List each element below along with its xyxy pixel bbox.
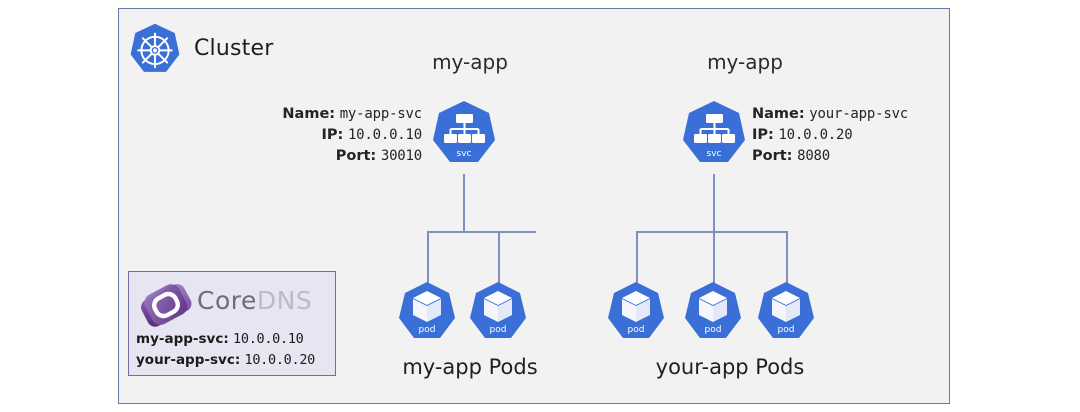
service-port-row-right: Port: 8080 bbox=[752, 146, 982, 167]
service-icon[interactable]: svc bbox=[681, 100, 747, 174]
service-port-row-left: Port: 30010 bbox=[200, 146, 422, 167]
service-name-row-right: Name: your-app-svc bbox=[752, 104, 982, 125]
service-port-key-right: Port: bbox=[752, 148, 793, 164]
service-ip-value-right: 10.0.0.20 bbox=[778, 127, 853, 143]
pods-caption-left: my-app Pods bbox=[402, 355, 538, 379]
pod-cube-icon bbox=[622, 291, 650, 322]
pod-cube-icon bbox=[413, 291, 441, 322]
pod-label: pod bbox=[419, 325, 436, 335]
coredns-header: CoreDNS bbox=[129, 274, 337, 332]
service-info-right: Name: your-app-svc IP: 10.0.0.20 Port: 8… bbox=[752, 104, 982, 167]
connector-right-pod3-drop bbox=[786, 231, 788, 283]
dns-record-host: your-app-svc: bbox=[136, 352, 241, 368]
coredns-word-dns: DNS bbox=[256, 286, 313, 315]
pod-label: pod bbox=[628, 325, 645, 335]
coredns-panel: CoreDNS my-app-svc: 10.0.0.10 your-app-s… bbox=[128, 271, 336, 376]
connector-right-bus bbox=[636, 231, 788, 233]
service-name-key-right: Name: bbox=[752, 106, 805, 122]
service-port-key-left: Port: bbox=[335, 148, 377, 164]
pod-label: pod bbox=[705, 325, 722, 335]
group-title-right: my-app bbox=[707, 50, 783, 74]
service-name-value-left: my-app-svc bbox=[339, 106, 422, 122]
pod-node[interactable]: pod bbox=[756, 281, 816, 349]
service-name-row-left: Name: my-app-svc bbox=[200, 104, 422, 125]
pod-label: pod bbox=[778, 325, 795, 335]
connector-svc-left-drop bbox=[463, 174, 465, 232]
pod-node[interactable]: pod bbox=[397, 281, 457, 349]
pod-node[interactable]: pod bbox=[468, 281, 528, 349]
service-port-value-left: 30010 bbox=[380, 148, 422, 164]
service-ip-key-right: IP: bbox=[752, 127, 774, 143]
group-title-left: my-app bbox=[432, 50, 508, 74]
service-info-left: Name: my-app-svc IP: 10.0.0.10 Port: 300… bbox=[200, 104, 422, 167]
coredns-logo-icon bbox=[141, 284, 192, 327]
pod-cube-icon bbox=[772, 291, 800, 322]
dns-record-row: your-app-svc: 10.0.0.20 bbox=[136, 350, 336, 371]
pod-label: pod bbox=[490, 325, 507, 335]
dns-record-list: my-app-svc: 10.0.0.10 your-app-svc: 10.0… bbox=[136, 329, 336, 371]
service-icon-label: svc bbox=[707, 149, 722, 159]
connector-left-pod2-drop bbox=[498, 231, 500, 283]
service-port-value-right: 8080 bbox=[797, 148, 831, 164]
service-icon[interactable]: svc bbox=[431, 100, 497, 174]
pod-cube-icon bbox=[699, 291, 727, 322]
service-name-value-right: your-app-svc bbox=[809, 106, 909, 122]
dns-record-host: my-app-svc: bbox=[136, 331, 229, 347]
service-ip-key-left: IP: bbox=[321, 127, 344, 143]
dns-record-row: my-app-svc: 10.0.0.10 bbox=[136, 329, 336, 350]
cluster-label: Cluster bbox=[194, 36, 274, 61]
pod-cube-icon bbox=[484, 291, 512, 322]
pod-node[interactable]: pod bbox=[606, 281, 666, 349]
service-ip-row-right: IP: 10.0.0.20 bbox=[752, 125, 982, 146]
coredns-word-core: Core bbox=[197, 286, 257, 315]
coredns-wordmark: CoreDNS bbox=[197, 286, 312, 315]
service-ip-value-left: 10.0.0.10 bbox=[347, 127, 422, 143]
service-name-key-left: Name: bbox=[282, 106, 336, 122]
cluster-badge: Cluster bbox=[126, 22, 326, 82]
connector-right-pod1-drop bbox=[636, 231, 638, 283]
connector-left-pod1-drop bbox=[427, 231, 429, 283]
pod-node[interactable]: pod bbox=[683, 281, 743, 349]
connector-left-bus bbox=[427, 231, 536, 233]
dns-record-ip: 10.0.0.20 bbox=[244, 352, 316, 368]
service-icon-label: svc bbox=[457, 149, 472, 159]
connector-svc-right-drop bbox=[713, 174, 715, 283]
dns-record-ip: 10.0.0.10 bbox=[233, 331, 304, 347]
service-ip-row-left: IP: 10.0.0.10 bbox=[200, 125, 423, 146]
kubernetes-wheel-icon bbox=[130, 23, 180, 72]
pods-caption-right: your-app Pods bbox=[655, 355, 805, 379]
